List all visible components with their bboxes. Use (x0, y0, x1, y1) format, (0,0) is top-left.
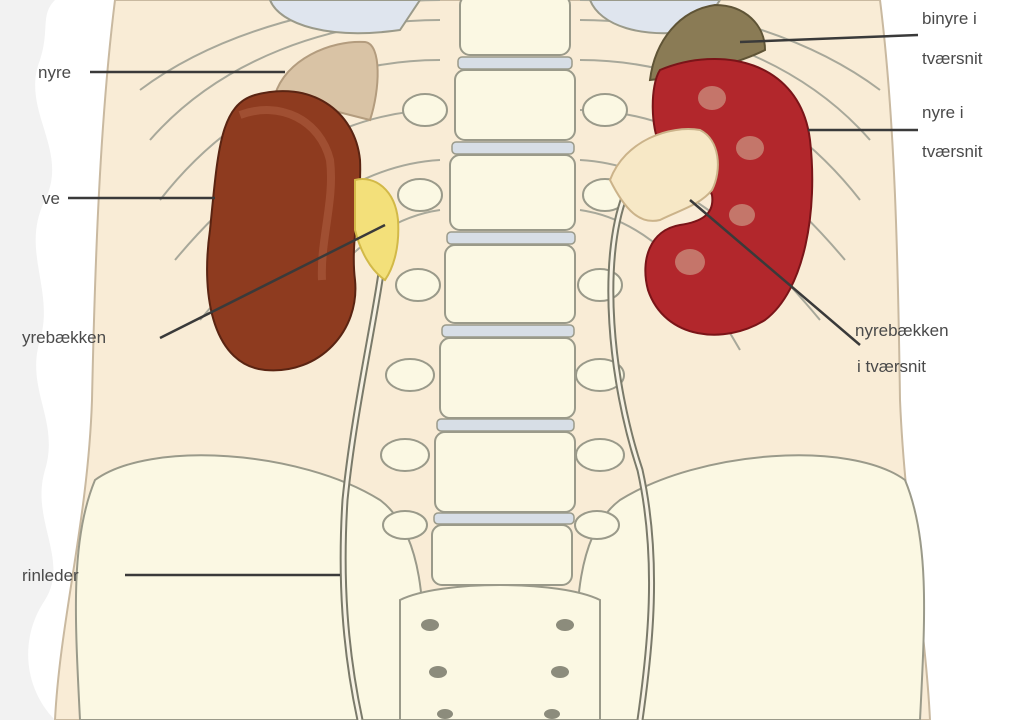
label-right-kidney-line2: tværsnit (922, 142, 983, 161)
label-left-ureter: rinleder (22, 566, 79, 585)
label-right-kidney-line1: nyre i (922, 103, 964, 122)
label-right-renal-pelvis-line1: nyrebækken (855, 321, 949, 340)
label-left-renal-pelvis: yrebækken (22, 328, 106, 347)
label-left-adrenal: nyre (38, 63, 71, 82)
label-right-adrenal-line1: binyre i (922, 9, 977, 28)
label-right-renal-pelvis-line2: i tværsnit (857, 357, 926, 376)
label-right-adrenal-line2: tværsnit (922, 49, 983, 68)
left-kidney (207, 91, 360, 370)
label-left-kidney: ve (42, 189, 60, 208)
